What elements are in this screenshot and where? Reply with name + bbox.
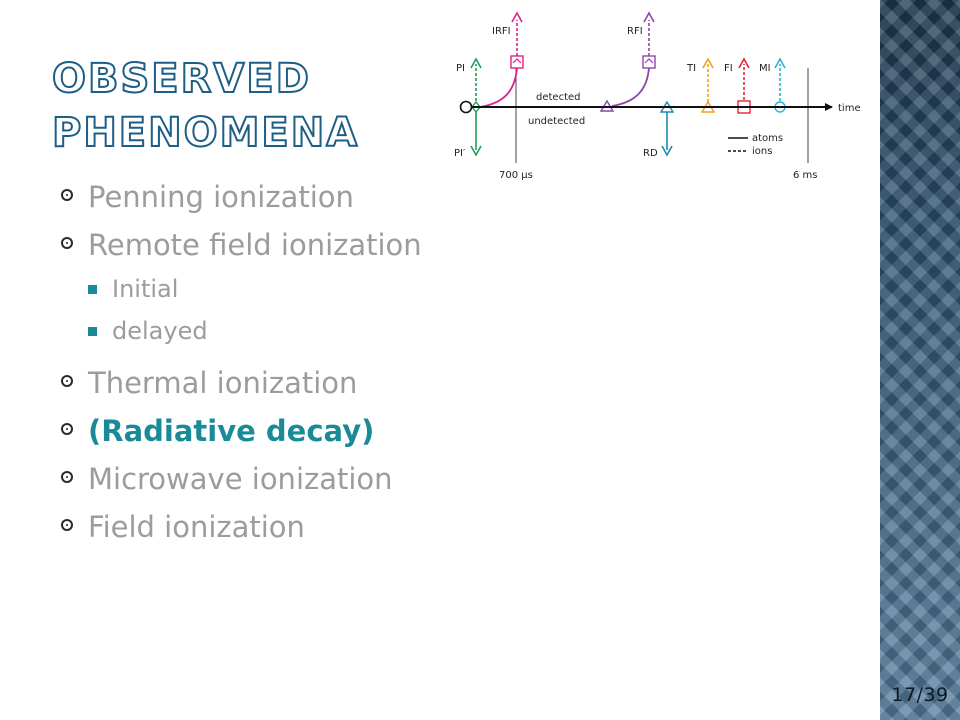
bullet-text: Microwave ionization [88, 462, 393, 496]
bullet-item: Field ionization [60, 506, 422, 554]
decorative-sidebar [880, 0, 960, 720]
bullet-text: Thermal ionization [88, 366, 358, 400]
sub-bullet-item: Initial [60, 272, 422, 314]
bullet-item: Microwave ionization [60, 458, 422, 506]
ti-arrowhead-icon [702, 57, 714, 69]
bullet-circle-icon [61, 375, 73, 387]
bullet-circle-icon [61, 237, 73, 249]
irfi-curve [479, 67, 518, 108]
label-undetected: undetected [528, 116, 585, 127]
bullet-circle-icon [61, 471, 73, 483]
bullet-circle-icon [61, 423, 73, 435]
bullet-square-icon [88, 285, 97, 294]
pi-arrowhead-icon [470, 57, 482, 69]
title-line-2: PHENOMENA [51, 109, 360, 157]
bullet-text: Initial [112, 275, 179, 303]
label-rfi: RFI [627, 26, 643, 37]
timeline-diagram: PI PI′ IRFI RFI RD TI FI [454, 11, 861, 181]
label-pi: PI [456, 63, 465, 74]
label-rd: RD [643, 148, 658, 159]
legend-ions-label: ions [752, 146, 772, 157]
label-fi: FI [724, 63, 733, 74]
irfi-square-arrow-icon [512, 58, 522, 64]
title-line-1: OBSERVED [51, 55, 311, 103]
origin-circle-icon [459, 100, 473, 114]
label-ti: TI [686, 63, 696, 74]
bullet-item: Remote field ionization [60, 224, 422, 272]
bullet-text: (Radiative decay) [88, 414, 375, 448]
legend-atoms-label: atoms [752, 133, 783, 144]
rfi-square-icon [642, 55, 656, 69]
bullet-text: delayed [112, 317, 208, 345]
slide-title: OBSERVED PHENOMENA [51, 52, 360, 160]
rd-arrowhead-icon [661, 145, 673, 157]
irfi-square-icon [510, 55, 524, 69]
rfi-curve [611, 67, 650, 107]
rfi-arrowhead-icon [643, 11, 655, 23]
bullet-item: Thermal ionization [60, 362, 422, 410]
bullet-item-highlighted: (Radiative decay) [60, 410, 422, 458]
pi-prime-arrowhead-icon [470, 145, 482, 157]
label-irfi: IRFI [492, 26, 511, 37]
fi-arrowhead-icon [738, 57, 750, 69]
bullet-item: Penning ionization [60, 176, 422, 224]
bullet-circle-icon [61, 519, 73, 531]
bullet-circle-icon [61, 189, 73, 201]
label-mi: MI [759, 63, 771, 74]
rfi-square-arrow-icon [644, 58, 654, 64]
bullet-text: Penning ionization [88, 180, 354, 214]
label-detected: detected [536, 92, 581, 103]
tick-label-6ms: 6 ms [793, 170, 818, 181]
bullet-square-icon [88, 327, 97, 336]
mi-arrowhead-icon [774, 57, 786, 69]
tick-label-700us: 700 μs [499, 170, 533, 181]
sub-bullet-item: delayed [60, 314, 422, 362]
slide-number: 17/39 [891, 684, 949, 706]
bullet-text: Remote field ionization [88, 228, 422, 262]
irfi-arrowhead-icon [511, 11, 523, 23]
bullet-text: Field ionization [88, 510, 305, 544]
bullet-list: Penning ionization Remote field ionizati… [60, 176, 422, 554]
label-pi-prime: PI′ [454, 148, 466, 159]
axis-label-time: time [838, 103, 861, 114]
